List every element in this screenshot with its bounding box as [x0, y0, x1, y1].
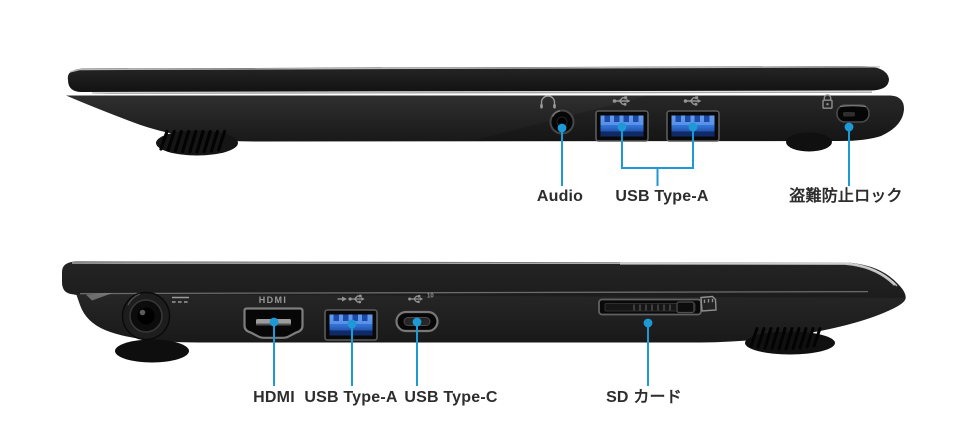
callout-dots-top	[557, 122, 854, 133]
callout-lines-top	[561, 127, 850, 186]
label-hdmi: HDMI	[253, 389, 295, 406]
hinge-gap	[86, 293, 112, 301]
laptop-left-side-view: HDMI 10	[62, 261, 906, 386]
usb-charging-icon	[337, 294, 366, 304]
label-usb-type-a-bottom: USB Type-A	[304, 389, 398, 406]
label-sd-card: SD カード	[606, 389, 682, 406]
callout-dots-bottom	[269, 317, 653, 329]
hinge-seam-line	[91, 91, 873, 94]
laptop-lid-edge	[67, 66, 890, 92]
label-security-lock: 盗難防止ロック	[789, 188, 903, 205]
lid-top-highlight-right	[619, 262, 896, 286]
usb-c-speed-text: 10	[427, 294, 434, 300]
laptop-right-side-view	[66, 66, 904, 186]
usb-trident-10-icon: 10	[407, 294, 434, 304]
foot-left	[115, 339, 189, 363]
sd-card-icon	[700, 295, 717, 312]
lock-icon	[822, 94, 833, 109]
security-lock-slot	[836, 104, 870, 123]
label-audio: Audio	[536, 188, 584, 205]
foot-right	[786, 132, 832, 152]
hinge-seam-line	[79, 290, 869, 295]
label-usb-type-c: USB Type-C	[404, 389, 498, 406]
sd-card-slot	[598, 298, 702, 316]
audio-jack-port	[549, 109, 575, 135]
dc-power-icon	[172, 296, 189, 303]
vent-foot-left	[156, 129, 238, 156]
headphone-icon	[540, 95, 556, 109]
lid-shade	[62, 261, 906, 298]
dc-power-jack	[121, 291, 171, 341]
vent-foot-right	[745, 327, 835, 355]
hdmi-logo-text: HDMI	[259, 295, 288, 305]
callout-lines-bottom	[273, 322, 649, 386]
label-usb-type-a-top: USB Type-A	[615, 188, 709, 205]
